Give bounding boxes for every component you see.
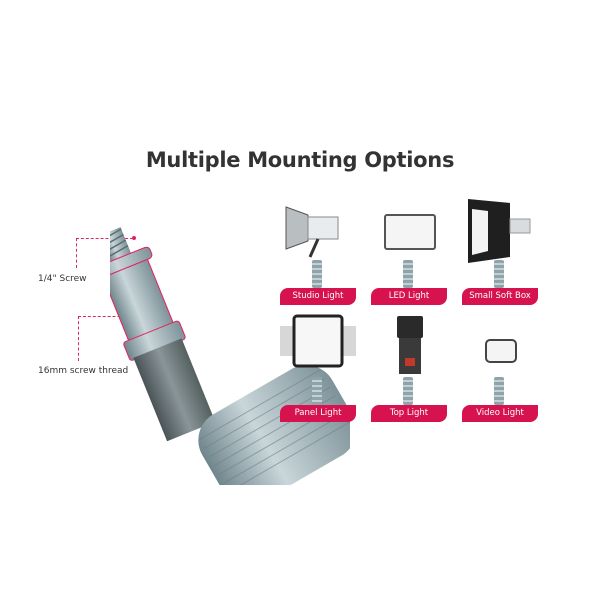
product-led-light: LED Light [371,195,447,305]
product-label: Small Soft Box [462,288,538,305]
product-top-light: Top Light [371,312,447,422]
mount-pole [312,260,322,288]
product-soft-box: Small Soft Box [462,195,538,305]
callout-line-thread-v [78,316,79,361]
callout-dot [132,236,136,240]
product-studio-light: Studio Light [280,195,356,305]
callout-label-screw: 1/4" Screw [38,274,87,284]
callout-line-thread-h [78,316,155,317]
product-label: Top Light [371,405,447,422]
flash-light-icon [397,316,423,374]
soft-box-icon [468,199,531,263]
callout-line-screw-h [76,238,133,239]
mount-pole [403,377,413,405]
panel-light-icon [280,314,356,368]
product-label: Studio Light [280,288,356,305]
mount-pole [494,377,504,405]
product-panel-light: Panel Light [280,312,356,422]
product-label: LED Light [371,288,447,305]
mount-pole [403,260,413,288]
studio-light-icon [285,206,339,258]
mount-pole [312,377,322,405]
callout-line-screw-v [76,238,77,268]
video-light-icon [485,339,517,363]
callout-label-thread: 16mm screw thread [38,366,129,376]
product-label: Panel Light [280,405,356,422]
product-label: Video Light [462,405,538,422]
led-light-icon [384,214,436,250]
product-video-light: Video Light [462,312,538,422]
mount-pole [494,260,504,288]
page-title: Multiple Mounting Options [145,148,455,172]
